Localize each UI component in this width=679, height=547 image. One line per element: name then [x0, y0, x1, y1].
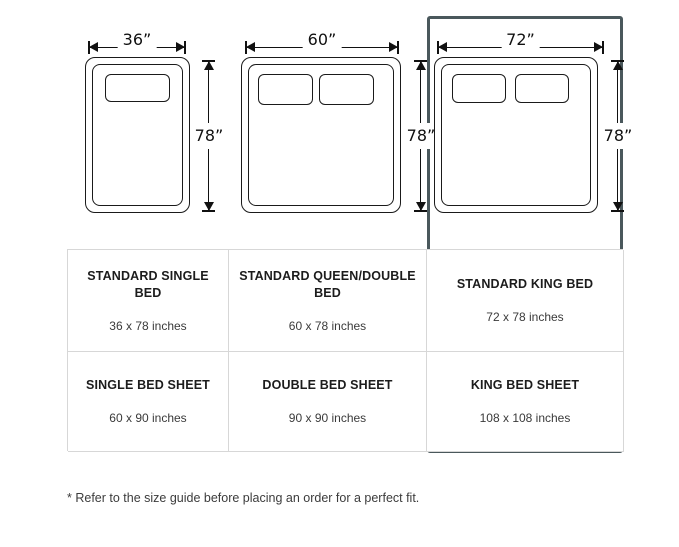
- pillow-queen-1: [258, 74, 313, 105]
- arrow-right-icon: [176, 42, 185, 52]
- cell-title: STANDARD QUEEN/DOUBLE BED: [239, 268, 416, 300]
- arrow-down-icon: [415, 202, 426, 211]
- dimension-width-label: 36”: [117, 30, 157, 50]
- arrow-left-icon: [438, 42, 447, 52]
- arrow-down-icon: [612, 202, 623, 211]
- dimension-cap-right: [184, 41, 186, 54]
- bed-figure-king: 72” 78”: [425, 0, 633, 240]
- dimension-width-label: 60”: [302, 30, 342, 50]
- arrow-left-icon: [246, 42, 255, 52]
- dimension-height-label: 78”: [406, 123, 436, 149]
- dimension-cap-right: [397, 41, 399, 54]
- cell-subtitle: 72 x 78 inches: [486, 310, 564, 324]
- dimension-height-single: 78”: [194, 60, 224, 212]
- pillow-king-1: [452, 74, 506, 103]
- dimension-height-queen: 78”: [406, 60, 436, 212]
- arrow-up-icon: [415, 61, 426, 70]
- cell-subtitle: 60 x 90 inches: [109, 411, 187, 425]
- table-cell-king-bed: STANDARD KING BED 72 x 78 inches: [427, 250, 624, 352]
- arrow-down-icon: [203, 202, 214, 211]
- cell-subtitle: 60 x 78 inches: [288, 318, 367, 333]
- dimension-width-king: 72”: [437, 30, 604, 54]
- arrow-right-icon: [594, 42, 603, 52]
- cell-subtitle: 90 x 90 inches: [288, 411, 367, 425]
- arrow-up-icon: [203, 61, 214, 70]
- arrow-left-icon: [89, 42, 98, 52]
- table-cell-single-bed: STANDARD SINGLE BED 36 x 78 inches: [68, 250, 229, 352]
- cell-title: STANDARD KING BED: [456, 277, 594, 291]
- cell-title: DOUBLE BED SHEET: [262, 378, 393, 392]
- table-cell-double-bed-sheet: DOUBLE BED SHEET 90 x 90 inches: [229, 352, 427, 452]
- bed-size-table: STANDARD SINGLE BED 36 x 78 inches STAND…: [67, 249, 624, 452]
- footnote-text: * Refer to the size guide before placing…: [67, 491, 420, 505]
- dimension-cap-bottom: [202, 210, 215, 212]
- cell-subtitle: 36 x 78 inches: [109, 318, 187, 333]
- dimension-cap-right: [602, 41, 604, 54]
- table-cell-king-bed-sheet: KING BED SHEET 108 x 108 inches: [427, 352, 624, 452]
- pillow-queen-2: [319, 74, 374, 105]
- dimension-width-label: 72”: [501, 30, 540, 50]
- arrow-right-icon: [389, 42, 398, 52]
- cell-subtitle: 108 x 108 inches: [479, 411, 571, 425]
- bed-figure-single: 36” 78”: [0, 0, 230, 240]
- pillow-king-2: [515, 74, 569, 103]
- table-cell-queen-double-bed: STANDARD QUEEN/DOUBLE BED 60 x 78 inches: [229, 250, 427, 352]
- dimension-height-king: 78”: [603, 60, 633, 212]
- dimension-height-label: 78”: [194, 123, 224, 149]
- dimension-cap-bottom: [414, 210, 427, 212]
- cell-title: SINGLE BED SHEET: [86, 378, 210, 392]
- dimension-cap-bottom: [611, 210, 624, 212]
- dimension-height-label: 78”: [603, 123, 633, 149]
- dimension-width-queen: 60”: [245, 30, 399, 54]
- pillow-single-1: [105, 74, 170, 102]
- bed-figure-queen-double: 60” 78”: [230, 0, 436, 240]
- cell-title: KING BED SHEET: [470, 378, 580, 392]
- arrow-up-icon: [612, 61, 623, 70]
- cell-title: STANDARD SINGLE BED: [87, 268, 209, 300]
- dimension-width-single: 36”: [88, 30, 186, 54]
- table-cell-single-bed-sheet: SINGLE BED SHEET 60 x 90 inches: [68, 352, 229, 452]
